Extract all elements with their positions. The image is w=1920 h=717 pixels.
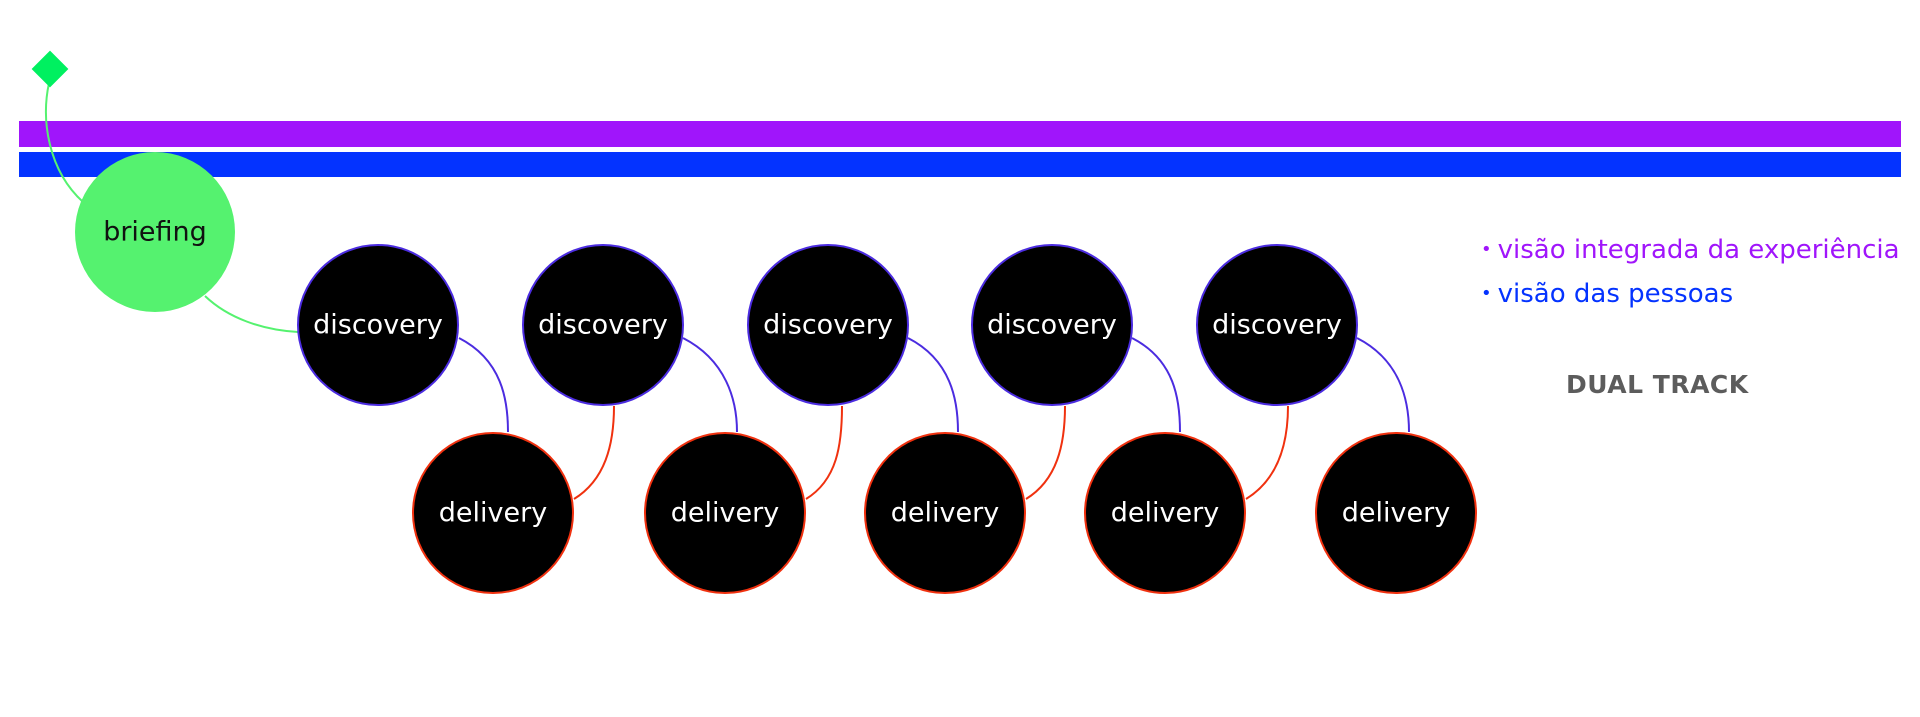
discovery-circle bbox=[1196, 244, 1358, 406]
delivery-circle bbox=[864, 432, 1026, 594]
discovery-to-delivery-link bbox=[682, 337, 738, 433]
discovery-to-delivery-link bbox=[458, 337, 509, 433]
discovery-circle bbox=[522, 244, 684, 406]
legend-bullet: • bbox=[1481, 239, 1492, 260]
discovery-node: discovery bbox=[1196, 244, 1358, 406]
delivery-node: delivery bbox=[1315, 432, 1477, 594]
delivery-label: delivery bbox=[439, 498, 547, 529]
delivery-circle bbox=[644, 432, 806, 594]
legend-text: visão integrada da experiência bbox=[1497, 235, 1900, 265]
discovery-node: discovery bbox=[522, 244, 684, 406]
delivery-to-discovery-link bbox=[573, 405, 615, 500]
legend-item-people-view: •visão das pessoas bbox=[1481, 272, 1900, 316]
discovery-label: discovery bbox=[313, 310, 443, 341]
briefing-label: briefing bbox=[103, 217, 207, 248]
delivery-label: delivery bbox=[1111, 498, 1219, 529]
briefing-to-discovery-link bbox=[204, 295, 299, 333]
diagram-title: DUAL TRACK bbox=[1566, 370, 1749, 399]
discovery-label: discovery bbox=[987, 310, 1117, 341]
discovery-circle bbox=[297, 244, 459, 406]
delivery-label: delivery bbox=[891, 498, 999, 529]
delivery-to-discovery-link bbox=[805, 405, 843, 500]
connector-lines bbox=[45, 82, 1410, 500]
discovery-label: discovery bbox=[538, 310, 668, 341]
legend-item-integrated-experience: •visão integrada da experiência bbox=[1481, 228, 1900, 272]
start-diamond-icon bbox=[31, 50, 69, 88]
briefing-circle bbox=[75, 152, 235, 312]
discovery-label: discovery bbox=[1212, 310, 1342, 341]
delivery-node: delivery bbox=[412, 432, 574, 594]
integrated-experience-bar bbox=[19, 121, 1901, 147]
delivery-node: delivery bbox=[644, 432, 806, 594]
people-view-bar bbox=[19, 152, 1901, 177]
briefing-node: briefing bbox=[75, 152, 235, 312]
discovery-to-delivery-link bbox=[1131, 337, 1181, 433]
discovery-label: discovery bbox=[763, 310, 893, 341]
start-link bbox=[45, 82, 84, 203]
legend: •visão integrada da experiência •visão d… bbox=[1481, 228, 1900, 316]
delivery-to-discovery-link bbox=[1245, 405, 1289, 500]
discovery-circle bbox=[747, 244, 909, 406]
legend-bullet: • bbox=[1481, 283, 1492, 304]
delivery-circle bbox=[1315, 432, 1477, 594]
delivery-node: delivery bbox=[1084, 432, 1246, 594]
discovery-to-delivery-link bbox=[907, 337, 959, 433]
discovery-node: discovery bbox=[971, 244, 1133, 406]
delivery-label: delivery bbox=[671, 498, 779, 529]
discovery-circle bbox=[971, 244, 1133, 406]
delivery-circle bbox=[1084, 432, 1246, 594]
delivery-label: delivery bbox=[1342, 498, 1450, 529]
delivery-node: delivery bbox=[864, 432, 1026, 594]
delivery-circle bbox=[412, 432, 574, 594]
legend-text: visão das pessoas bbox=[1497, 279, 1734, 309]
delivery-to-discovery-link bbox=[1025, 405, 1066, 500]
discovery-node: discovery bbox=[747, 244, 909, 406]
discovery-to-delivery-link bbox=[1356, 337, 1410, 433]
discovery-node: discovery bbox=[297, 244, 459, 406]
